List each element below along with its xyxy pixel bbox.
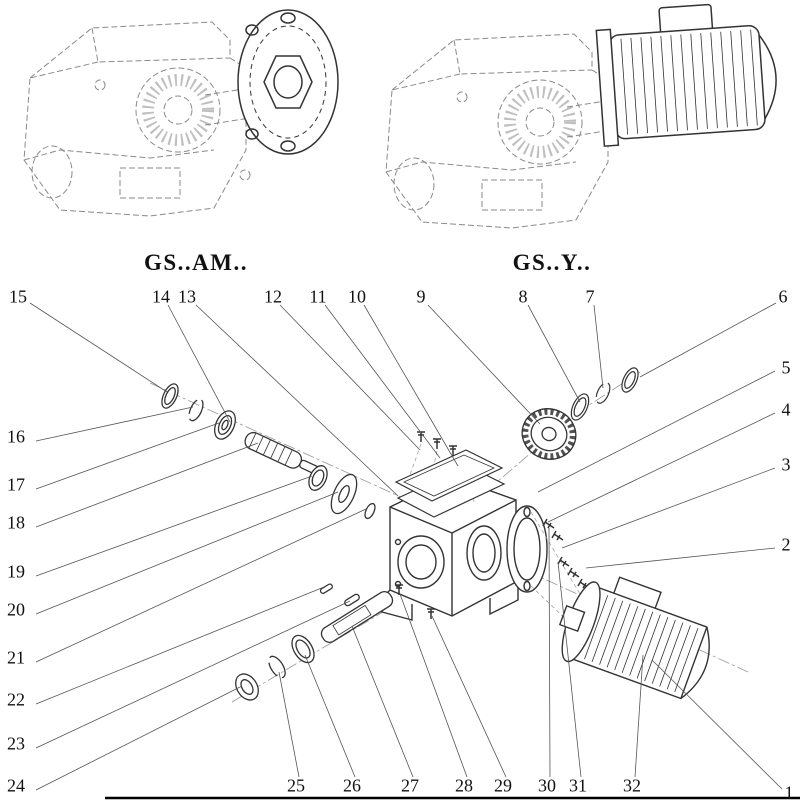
bearing-26 [291, 634, 315, 664]
callout-14: 14 [152, 286, 170, 307]
callout-23: 23 [7, 733, 25, 754]
callout-32: 32 [623, 775, 641, 796]
output-shaft-27 [320, 591, 394, 643]
callout-1: 1 [784, 782, 794, 800]
callout-25: 25 [287, 775, 305, 796]
gs-y-housing-drawing [385, 33, 613, 229]
callout-4: 4 [781, 399, 791, 420]
callout-2: 2 [781, 534, 791, 555]
bolt-29 [427, 608, 435, 619]
callout-18: 18 [7, 512, 25, 533]
gs-am-housing-drawing [23, 21, 251, 217]
variant-label-gs-y: GS..Y.. [512, 250, 592, 275]
callout-21: 21 [7, 647, 25, 668]
flange-bolts [542, 518, 590, 589]
callout-27: 27 [401, 775, 419, 796]
callout-13: 13 [178, 286, 196, 307]
ring-21 [364, 502, 376, 520]
washer-24 [235, 673, 259, 701]
bolt-28 [395, 584, 403, 595]
pin-22 [319, 583, 333, 595]
callout-12: 12 [264, 286, 282, 307]
callout-20: 20 [7, 599, 25, 620]
output-shaft-parts [235, 583, 435, 701]
callout-17: 17 [7, 474, 25, 495]
flange-ring [506, 505, 548, 593]
variant-label-gs-am: GS..AM.. [144, 250, 248, 275]
callout-22: 22 [7, 689, 25, 710]
callout-3: 3 [781, 454, 791, 475]
retaining-ring-6 [621, 367, 639, 393]
callout-5: 5 [781, 357, 791, 378]
exploded-motor [558, 576, 710, 700]
bearing-17 [214, 410, 236, 440]
gs-am-flange-drawing [237, 9, 339, 155]
worm-wheel-disc-20 [330, 473, 358, 515]
key-23 [344, 593, 360, 607]
callout-7: 7 [585, 286, 595, 307]
callout-8: 8 [518, 286, 528, 307]
callout-15: 15 [9, 286, 27, 307]
input-shaft-parts [161, 383, 376, 520]
cover-plate [394, 449, 504, 502]
callout-16: 16 [7, 426, 25, 447]
callout-11: 11 [309, 286, 327, 307]
main-gear-9 [521, 408, 577, 460]
gs-y-motor-drawing [595, 3, 777, 147]
callout-30: 30 [538, 775, 556, 796]
callout-6: 6 [778, 286, 788, 307]
top-cover-parts [394, 431, 506, 518]
callout-28: 28 [455, 775, 473, 796]
callout-19: 19 [7, 561, 25, 582]
callout-10: 10 [348, 286, 366, 307]
callout-9: 9 [416, 286, 426, 307]
callout-29: 29 [494, 775, 512, 796]
leader-lines [29, 302, 783, 791]
callout-26: 26 [343, 775, 361, 796]
callout-24: 24 [7, 775, 25, 796]
callout-31: 31 [569, 775, 587, 796]
retaining-ring-15 [161, 383, 179, 409]
circlip-25 [268, 655, 286, 679]
gear-rings-6-7-8 [570, 367, 639, 421]
circlip-7 [595, 382, 611, 404]
spacer-ring-8 [570, 393, 590, 421]
bearing-19 [308, 465, 328, 491]
